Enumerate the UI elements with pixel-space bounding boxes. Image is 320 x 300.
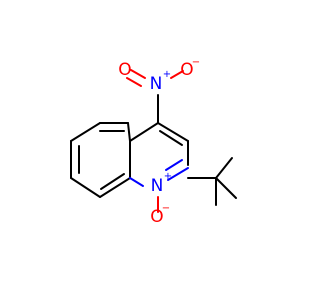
nitro-o-left-label: O [118,60,131,80]
bond-c5-c6 [70,122,101,142]
ring-n-charge: + [164,171,172,182]
structure-drawing: N + O O − N + O − [70,57,237,227]
oxide-o-label: O [150,207,163,227]
bond-c4a-top [127,122,131,142]
bond-c8-c8a-double [100,173,125,190]
molecule-diagram: N + O O − N + O − [70,57,237,227]
bond-c4-c3 [157,122,189,142]
nitro-n-charge: + [163,69,171,80]
ring-n-label: N [151,176,164,196]
bond-tbu-methyl-lower [215,177,237,199]
bond-nitro-o-right [170,70,184,79]
nitro-o-right-label: O [180,60,193,80]
bond-c4a-c4 [129,122,159,142]
bond-c4-c3-double [159,130,183,146]
bond-c8-c8a [99,177,131,198]
bond-c7-c8 [70,177,101,198]
bond-nitro-o-left [130,69,146,79]
bond-c2-n1 [167,167,189,181]
bond-tbu-methyl-upper [215,157,233,179]
nitro-o-right-charge: − [192,57,200,68]
bond-c2-n1-double [165,159,183,171]
bond-nitro-o-left-double [126,77,142,87]
oxide-o-charge: − [162,203,170,214]
nitro-n-label: N [150,74,163,94]
bond-n1-c8a [129,177,144,187]
